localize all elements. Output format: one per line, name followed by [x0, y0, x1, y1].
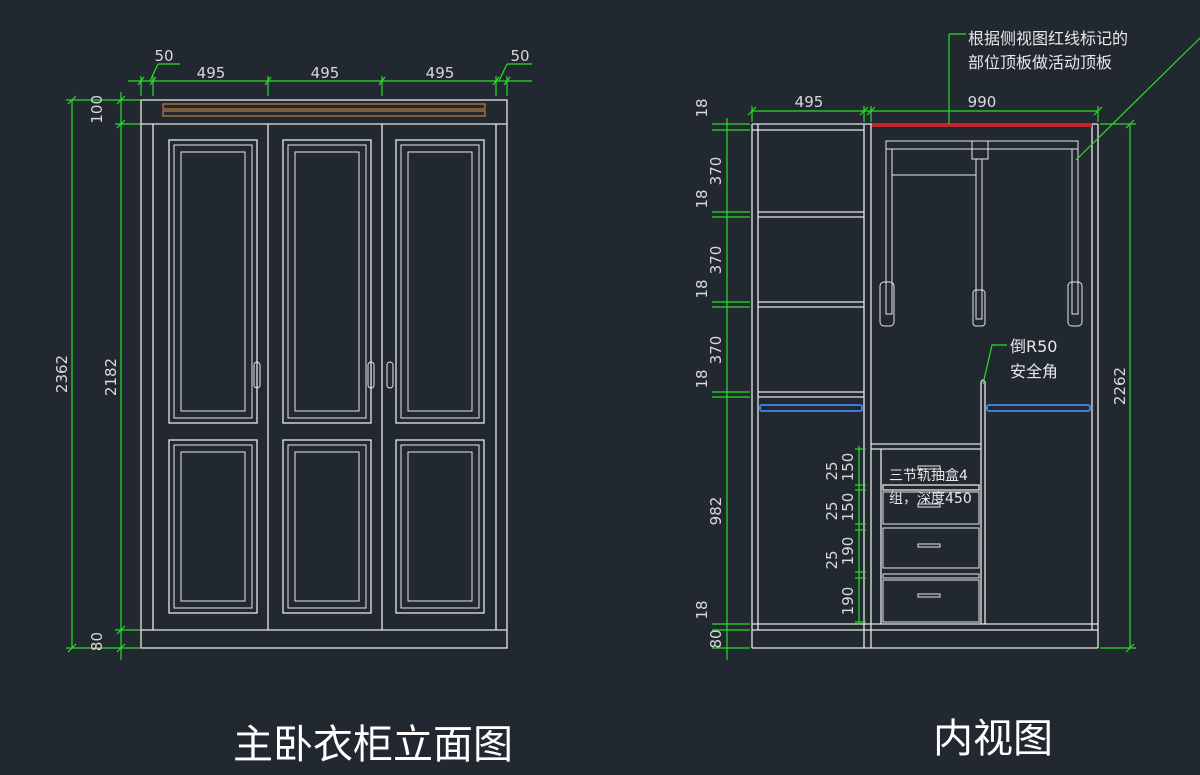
door-handle-icon: [367, 361, 375, 389]
drawer-note-line-1: 三节轨抽盒4: [889, 467, 968, 484]
dim-drawer-3: 25: [823, 501, 841, 520]
elevation-top-dimensions: 50 495 495 495 50: [128, 47, 532, 96]
title-elevation: 主卧衣柜立面图: [233, 722, 513, 768]
dim-right-width: 990: [968, 93, 997, 111]
corner-note-line-2: 安全角: [1010, 362, 1058, 381]
top-crown-strip: [162, 103, 486, 117]
movable-top-panel: [872, 123, 1092, 127]
drawer-handle-icon: [917, 543, 941, 548]
dim-drawer-4: 190: [839, 537, 857, 566]
left-hanging-rail: [759, 404, 863, 412]
dim-drawer-0: 150: [839, 453, 857, 482]
drawer-handle-icon: [917, 465, 941, 470]
dim-drawer-2: 150: [839, 493, 857, 522]
dim-stack-2: 18: [693, 189, 711, 208]
top-note: 根据侧视图红线标记的 部位顶板做活动顶板: [948, 29, 1200, 161]
corner-note: 倒R50 安全角: [982, 337, 1058, 385]
dim-top-panel: 100: [88, 95, 106, 124]
top-note-line-1: 根据侧视图红线标记的: [968, 29, 1128, 48]
wardrobe-outer-frame: [140, 99, 508, 649]
drawer-module: [871, 443, 981, 624]
dim-stack-6: 18: [693, 369, 711, 388]
interior-right-height: 2262: [1100, 119, 1136, 653]
dim-door-height: 2182: [102, 358, 120, 396]
dim-right-height: 2262: [1111, 367, 1129, 405]
dim-stack-1: 370: [707, 157, 725, 186]
corner-note-line-1: 倒R50: [1010, 337, 1057, 356]
door-handle-icon: [253, 361, 261, 389]
dim-drawer-1: 25: [823, 461, 841, 480]
dim-stack-9: 80: [707, 629, 725, 648]
door-1: [168, 139, 261, 614]
interior-view: 495 990 2262 18 370: [693, 29, 1200, 762]
dim-base: 80: [88, 632, 106, 651]
right-hanging-rail: [986, 404, 1091, 412]
interior-drawer-stack: 150 25 150 25 190 25 190: [823, 446, 866, 625]
dim-stack-4: 18: [693, 279, 711, 298]
left-shelves: [758, 211, 864, 398]
dim-drawer-5: 25: [823, 550, 841, 569]
dim-stack-3: 370: [707, 246, 725, 275]
pull-down-hanger: [879, 140, 1083, 327]
interior-top-dimensions: 495 990: [747, 93, 1103, 122]
dim-stack-0: 18: [693, 98, 711, 117]
drawer-handle-icon: [917, 593, 941, 598]
elevation-height-dimensions: 2362 100 2182 80: [53, 92, 140, 660]
door-2: [282, 139, 375, 614]
dim-stack-7: 982: [707, 497, 725, 526]
interior-left-stack: 18 370 18 370 18 370 18 982 18 80: [693, 98, 750, 660]
drawer-handle-icon: [917, 503, 941, 508]
dim-stack-5: 370: [707, 336, 725, 365]
drawer-note-line-2: 组，深度450: [889, 491, 972, 507]
dim-overall-height: 2362: [53, 355, 71, 393]
dim-drawer-6: 190: [839, 587, 857, 616]
dim-top-door-2: 495: [311, 64, 340, 82]
dim-top-door-3: 495: [426, 64, 455, 82]
dim-top-side-right: 50: [510, 47, 529, 65]
dim-top-side-left: 50: [154, 47, 173, 65]
dim-left-width: 495: [795, 93, 824, 111]
dim-top-door-1: 495: [197, 64, 226, 82]
top-note-line-2: 部位顶板做活动顶板: [968, 53, 1112, 72]
door-3: [386, 139, 485, 614]
door-handle-icon: [386, 361, 394, 389]
elevation-view: 50 495 495 495 50 2362 100 2182 80 主卧衣柜立…: [53, 47, 532, 768]
title-interior: 内视图: [933, 716, 1053, 762]
dim-stack-8: 18: [693, 600, 711, 619]
